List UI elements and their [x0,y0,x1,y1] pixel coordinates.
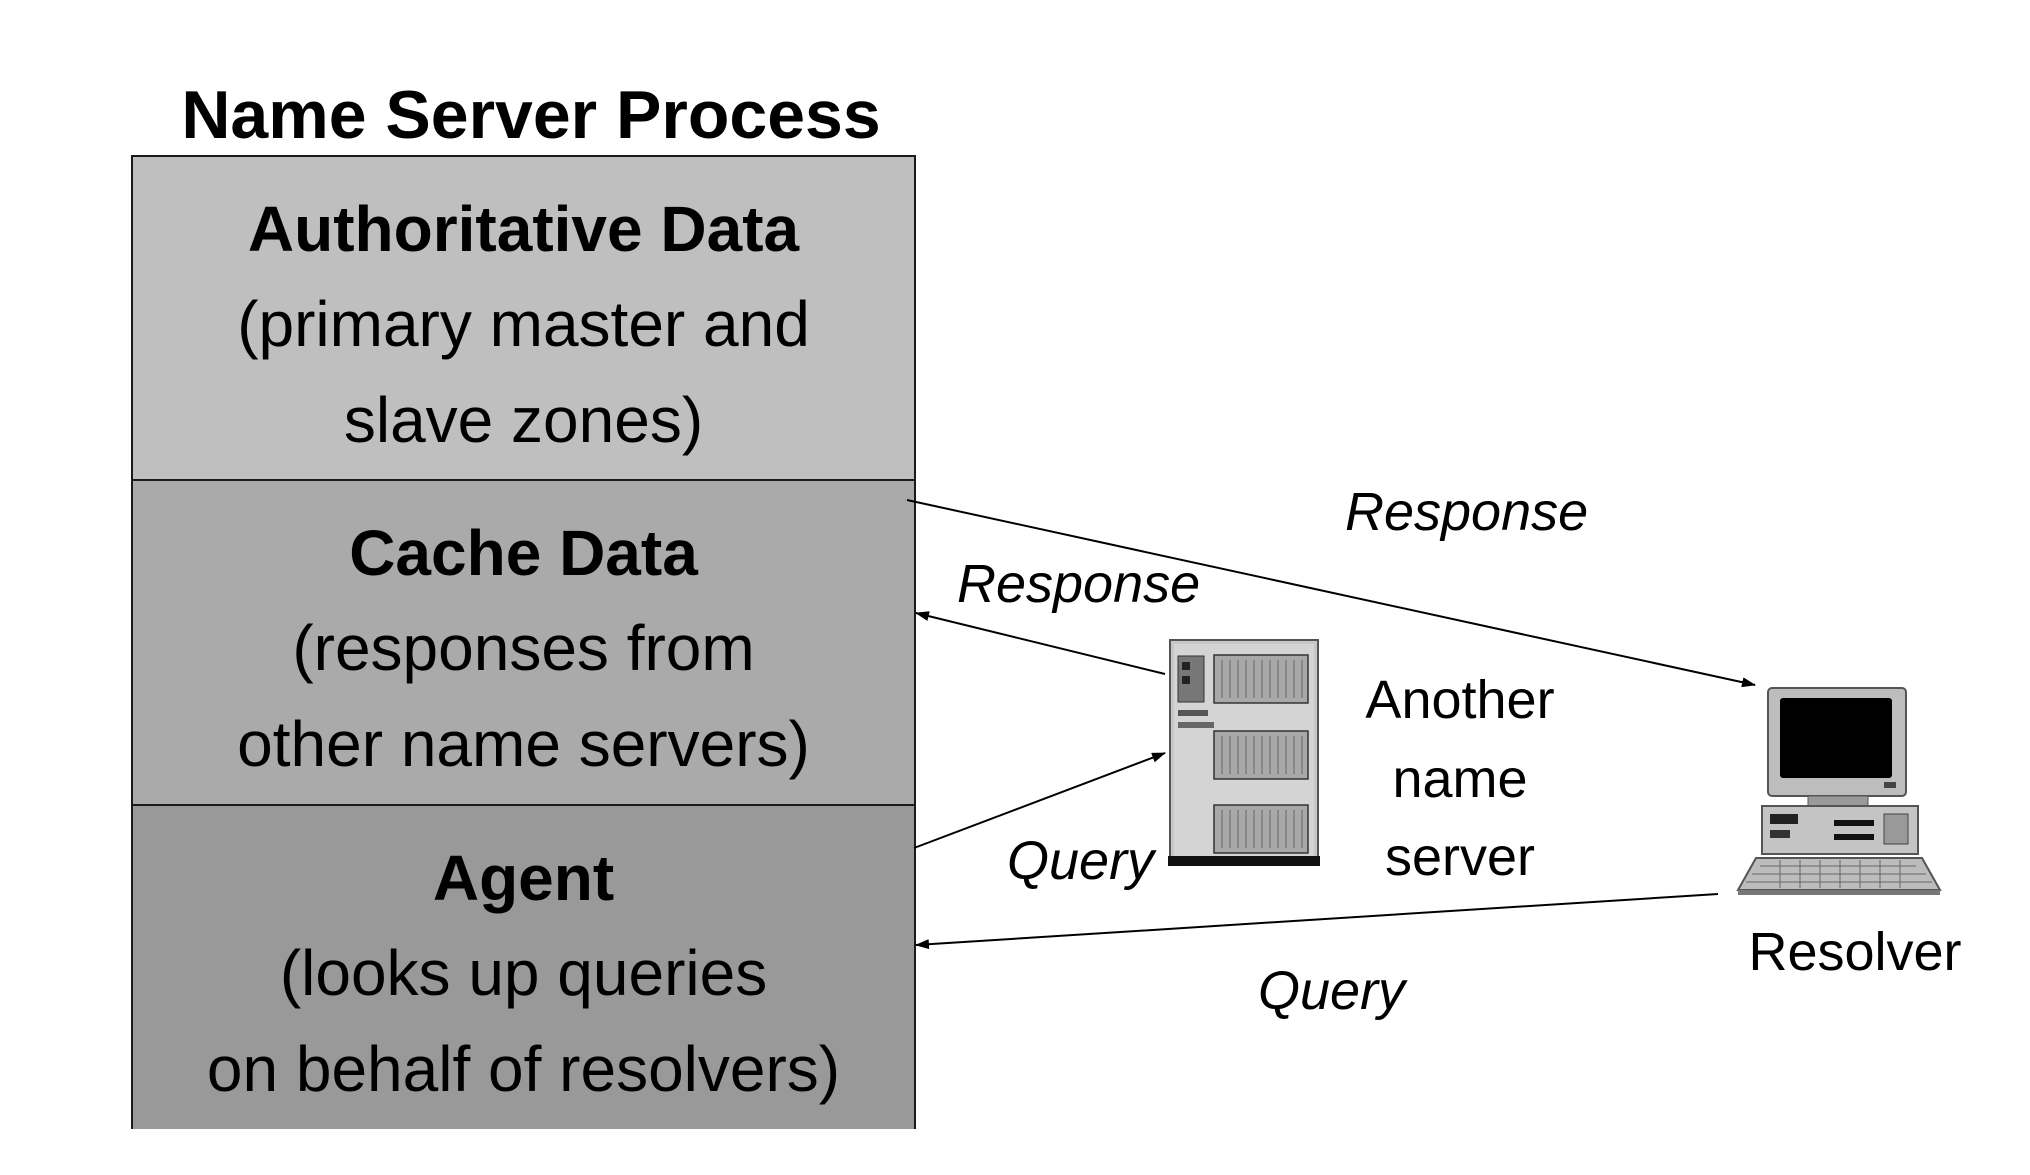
name-server-process-box: Authoritative Data (primary master and s… [131,155,916,1129]
query-arrow-to-server [913,752,1166,849]
query-arrow-to-agent [915,893,1719,950]
diagram-title: Name Server Process [181,77,881,153]
response-arrow-to-resolver [906,499,1756,688]
authoritative-data-desc-line2: slave zones) [343,384,704,456]
resolver-label: Resolver [1748,922,1962,982]
another-server-label-line3: server [1384,827,1536,887]
another-server-label-line1: Another [1365,670,1555,730]
another-server-label-line2: name [1392,749,1528,809]
response-label-mid: Response [957,554,1201,614]
authoritative-data-heading: Authoritative Data [247,193,800,265]
authoritative-data-layer: Authoritative Data (primary master and s… [133,157,914,481]
cache-data-desc-line1: (responses from [292,612,755,684]
cache-data-layer: Cache Data (responses from other name se… [133,481,914,806]
agent-desc-line2: on behalf of resolvers) [206,1033,841,1105]
cache-data-desc-line2: other name servers) [237,708,810,780]
response-label-top: Response [1345,482,1589,542]
desktop-computer-icon [1736,687,1942,895]
cache-data-heading: Cache Data [349,517,698,589]
query-label-bottom: Query [1258,961,1406,1021]
agent-heading: Agent [432,842,615,914]
agent-layer: Agent (looks up queries on behalf of res… [133,806,914,1129]
response-arrow-to-cache [915,611,1166,675]
agent-desc-line1: (looks up queries [279,937,768,1009]
server-tower-icon [1168,639,1320,866]
authoritative-data-desc-line1: (primary master and [237,288,810,360]
query-label-mid: Query [1007,831,1155,891]
